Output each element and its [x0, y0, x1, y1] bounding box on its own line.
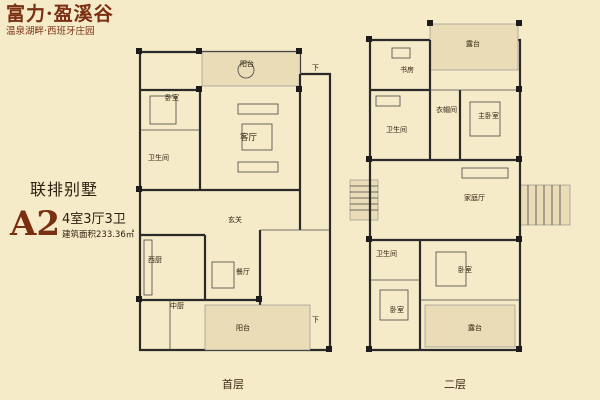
floor1-caption: 首层	[222, 378, 244, 391]
floor2-master-bed	[469, 101, 501, 137]
floor1-pillar	[256, 296, 262, 302]
floor2-label-terrace-top: 露台	[466, 39, 480, 48]
floor2-label-terrace-bottom: 露台	[468, 323, 482, 332]
floor1-pillar	[296, 86, 302, 92]
floor1-counter	[143, 239, 153, 296]
floor1-pillar	[196, 86, 202, 92]
floor1-label-living: 客厅	[240, 132, 258, 143]
floor2-label-closet: 衣帽间	[436, 105, 457, 114]
floor1-pillar	[296, 48, 302, 54]
floor2-top-terrace	[429, 23, 519, 71]
floor1-label-chinese-kitchen: 中厨	[170, 301, 184, 310]
floor2-label-bedroom-left: 卧室	[390, 305, 404, 314]
floor1-pillar	[326, 346, 332, 352]
floor2-pillar	[366, 36, 372, 42]
floor2-label-bathroom-upper: 卫生间	[386, 125, 407, 134]
floor1-top-terrace	[201, 51, 301, 87]
brand-title: 富力·盈溪谷	[6, 3, 114, 25]
floor2-pillar	[516, 20, 522, 26]
floor-area: 建筑面积233.36㎡	[62, 230, 135, 240]
floor2-external-stairs	[349, 179, 571, 226]
floor1-pillar	[136, 48, 142, 54]
floor2-pillar	[366, 236, 372, 242]
floor1-coffee-table	[241, 123, 273, 151]
floor2-label-family-room: 家庭厅	[464, 193, 485, 202]
house-type-label: 联排别墅	[30, 180, 99, 199]
floor1-table-round	[237, 61, 255, 79]
floor1-label-foyer: 玄关	[228, 215, 242, 224]
floor1-stair-mark-top: 下	[312, 64, 319, 72]
floor2-desk	[391, 47, 411, 59]
brand-subtitle: 温泉湖畔·西班牙庄园	[6, 26, 95, 37]
floor1-dining-table	[211, 261, 235, 289]
room-config: 4室3厅3卫	[62, 212, 126, 227]
floor1-label-bedroom: 卧室	[165, 93, 179, 102]
floor1-pillar	[136, 186, 142, 192]
floor2-pillar	[366, 156, 372, 162]
floor2-pillar	[516, 86, 522, 92]
floor2-caption: 二层	[444, 378, 466, 391]
floor1-bed	[149, 95, 177, 125]
floor2-plan: 露台 书房 衣帽间 主卧室 卫生间 家庭厅 卫生间 卧室 卧室 露台	[349, 20, 571, 352]
floor1-bottom-terrace	[204, 304, 311, 351]
floor1-plan: 阳台 卧室 卫生间 客厅 玄关 西厨 餐厅 中厨 阳台 下 下	[136, 48, 332, 352]
floor2-outer-wall	[368, 38, 522, 352]
floor1-label-west-kitchen: 西厨	[148, 256, 162, 264]
floor2-sofa	[461, 167, 509, 179]
floor1-pillar	[196, 48, 202, 54]
floor1-stair-mark-bottom: 下	[312, 316, 319, 324]
floor2-pillar	[516, 236, 522, 242]
floor2-label-study: 书房	[400, 65, 414, 74]
floor2-bed-left	[379, 289, 409, 321]
floor2-label-bathroom-lower: 卫生间	[376, 249, 397, 258]
floor1-sofa	[237, 161, 279, 173]
floor2-pillar	[427, 20, 433, 26]
floor1-label-terrace-top: 阳台	[240, 59, 254, 68]
floor2-pillar	[516, 156, 522, 162]
floor1-label-dining: 餐厅	[236, 267, 250, 276]
floor2-bathtub	[375, 95, 401, 107]
floor2-label-bedroom-mid: 卧室	[458, 265, 472, 274]
floor1-label-bathroom: 卫生间	[148, 153, 169, 162]
brand-block: 富力·盈溪谷 温泉湖畔·西班牙庄园	[6, 2, 136, 38]
floor1-sofa	[237, 103, 279, 115]
floor2-bed-mid	[435, 251, 467, 287]
floor2-label-master-bedroom: 主卧室	[478, 111, 499, 120]
floor1-label-terrace-bottom: 阳台	[236, 323, 250, 332]
floor2-pillar	[516, 346, 522, 352]
plan-code: A2	[10, 204, 61, 244]
floor1-pillar	[136, 296, 142, 302]
floor2-pillar	[366, 346, 372, 352]
floor2-bottom-terrace	[424, 304, 516, 348]
